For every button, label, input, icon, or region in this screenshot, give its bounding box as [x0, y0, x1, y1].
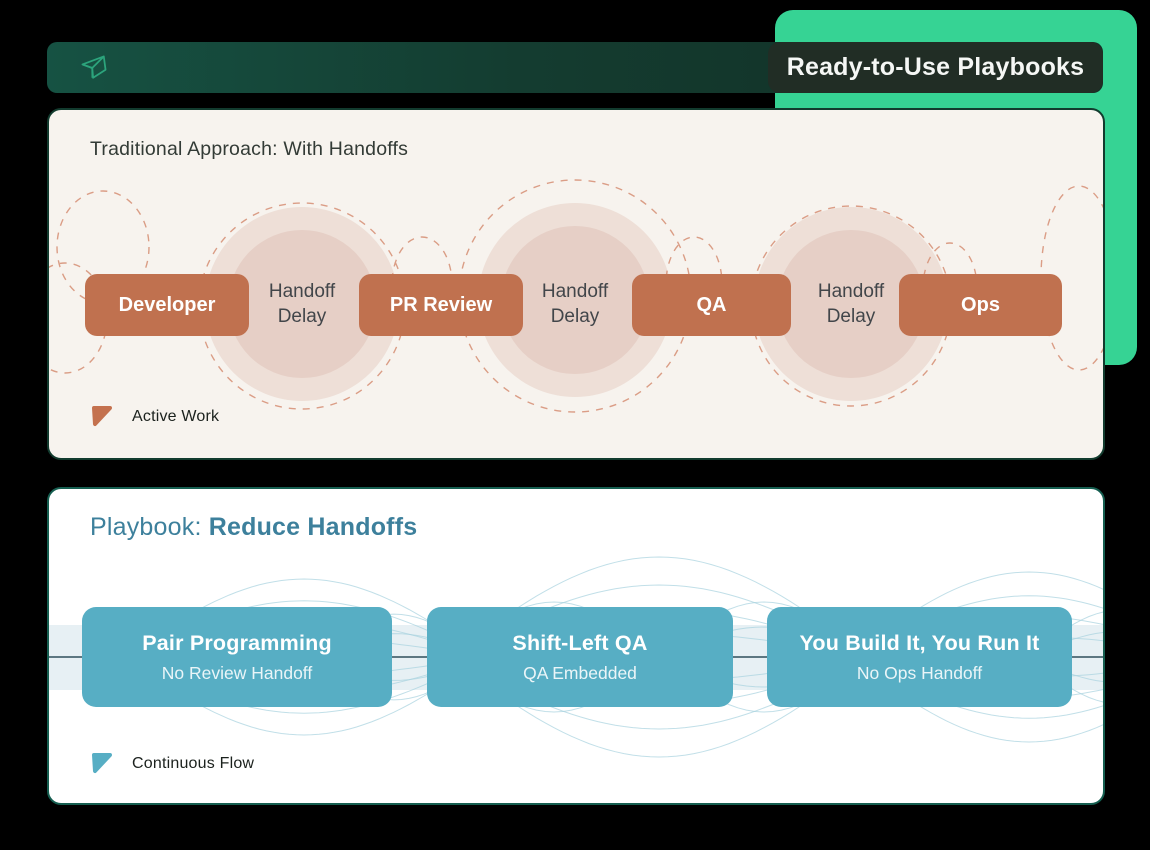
continuous-flow-marker-icon [92, 753, 112, 773]
step-subtitle: No Review Handoff [161, 662, 313, 683]
handoff-cycle-decoration [49, 179, 1103, 413]
header-bar: Ready-to-Use Playbooks [47, 42, 1103, 93]
traditional-title: Traditional Approach: With Handoffs [90, 138, 409, 160]
active-work-label: Active Work [132, 407, 220, 425]
handoff-delay-label: Handoff Delay [817, 281, 885, 327]
active-work-legend: Active Work [90, 404, 219, 429]
playbook-card: Playbook: Reduce Handoffs Pair Programmi… [47, 487, 1105, 805]
step-subtitle: No Ops Handoff [856, 662, 983, 683]
handoff-delay-label: Handoff Delay [541, 281, 609, 327]
step-title: Shift-Left QA [512, 630, 648, 655]
step-subtitle: QA Embedded [523, 662, 637, 683]
stage-ops: Ops [899, 274, 1062, 336]
step-pair-programming: Pair Programming No Review Handoff [82, 607, 392, 707]
step-title: You Build It, You Run It [799, 630, 1040, 655]
header-title-pill: Ready-to-Use Playbooks [768, 42, 1103, 93]
playbook-title: Playbook: Reduce Handoffs [90, 513, 417, 542]
continuous-flow-label: Continuous Flow [132, 754, 255, 772]
handoff-delay-label: Handoff Delay [268, 281, 336, 327]
step-you-build-it: You Build It, You Run It No Ops Handoff [767, 607, 1072, 707]
stage-developer: Developer [85, 274, 249, 336]
step-shift-left-qa: Shift-Left QA QA Embedded [427, 607, 733, 707]
continuous-flow-legend: Continuous Flow [90, 751, 254, 776]
cube-plane-logo-icon [78, 52, 110, 84]
step-title: Pair Programming [142, 630, 332, 655]
stage-qa: QA [632, 274, 791, 336]
playbook-title-emphasis: Reduce Handoffs [208, 513, 418, 541]
playbook-title-prefix: Playbook: [90, 513, 209, 541]
traditional-approach-card: Traditional Approach: With Handoffs Deve… [47, 108, 1105, 460]
active-work-marker-icon [92, 406, 112, 426]
header-title: Ready-to-Use Playbooks [786, 53, 1085, 81]
stage-pr-review: PR Review [359, 274, 523, 336]
